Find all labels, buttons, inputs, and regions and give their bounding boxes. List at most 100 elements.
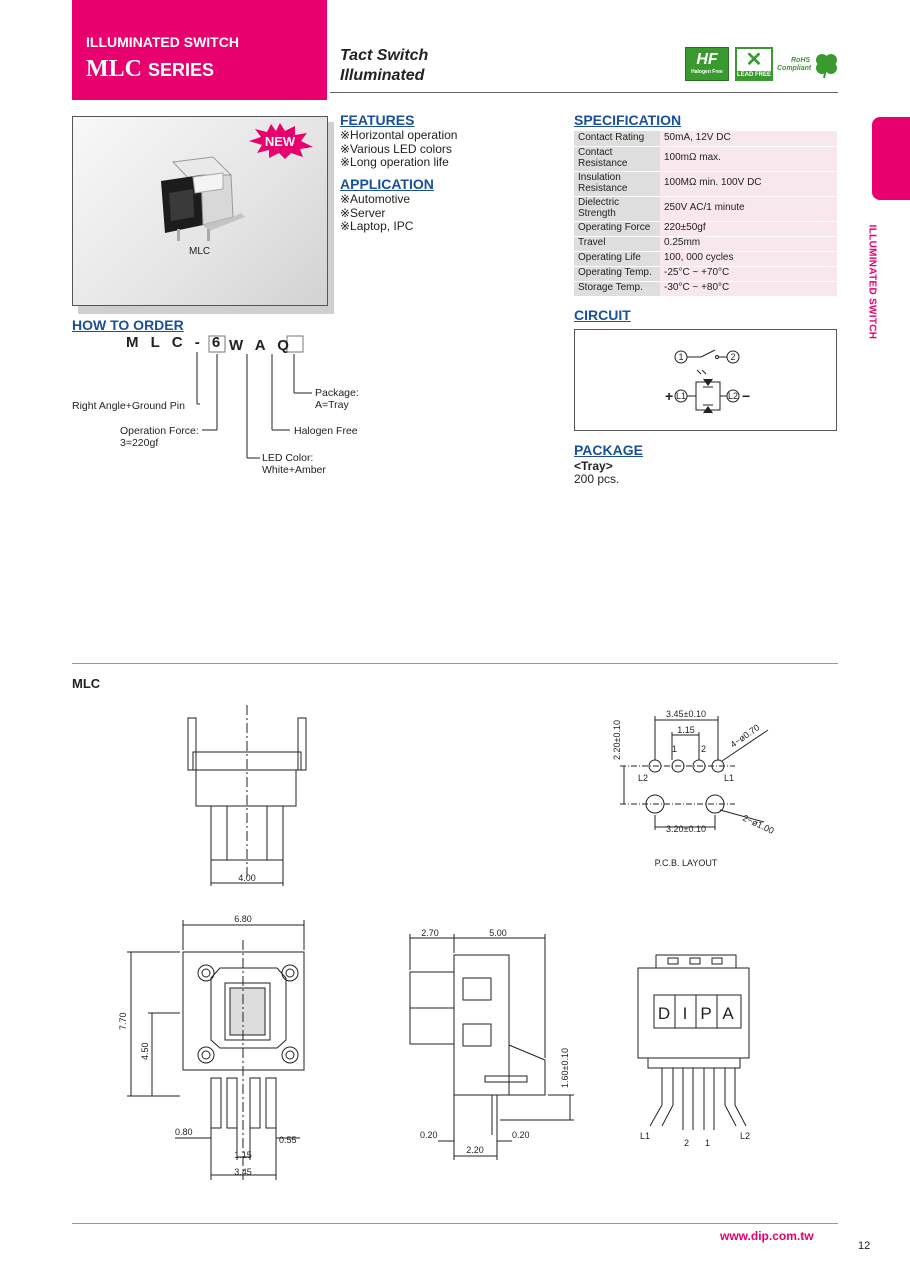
front-inner-height-dim: 4.50 [140, 1042, 150, 1060]
spec-label: Insulation Resistance [574, 171, 660, 197]
rohs-line2: Compliant [777, 65, 812, 72]
pcb-pitch-top: 3.45±0.10 [666, 709, 706, 719]
circuit-diagram: 1 2 + L1 L2 − [574, 329, 837, 431]
order-package-line2: A=Tray [315, 399, 349, 411]
order-op-force-label: Operation Force: 3=220gf [120, 425, 199, 449]
features-list: ※Horizontal operation ※Various LED color… [340, 128, 457, 170]
application-heading: APPLICATION [340, 176, 434, 192]
product-type-line2: Illuminated [340, 67, 425, 84]
front-right-offset-dim: 0.55 [279, 1135, 297, 1145]
back-mark-d: D [658, 1004, 670, 1023]
pcb-pitch-inner: 1.15 [677, 725, 695, 735]
pcb-pitch-bottom: 3.20±0.10 [666, 824, 706, 834]
side-left-dim: 2.70 [421, 928, 439, 938]
section-divider [72, 663, 838, 664]
spec-value: 100MΩ min. 100V DC [660, 171, 837, 197]
order-code-prefix: M L C - 6 [126, 334, 225, 351]
circuit-plus: + [665, 388, 673, 404]
pcb-l1: L1 [724, 773, 734, 783]
spec-row: Storage Temp.-30°C ~ +80°C [574, 281, 837, 297]
pcb-height: 2.20±0.10 [612, 720, 622, 760]
package-heading: PACKAGE [574, 442, 643, 458]
spec-row: Operating Temp.-25°C ~ +70°C [574, 266, 837, 282]
series-word: SERIES [148, 60, 215, 80]
order-package-label: Package: A=Tray [315, 387, 359, 411]
series-title: MLC SERIES [86, 56, 214, 83]
order-op-force-line2: 3=220gf [120, 437, 159, 449]
spec-label: Travel [574, 236, 660, 252]
clover-icon [816, 54, 837, 79]
pcb-l2: L2 [638, 773, 648, 783]
series-header-box: ILLUMINATED SWITCH MLC SERIES [72, 0, 327, 100]
spec-label: Contact Rating [574, 131, 660, 147]
side-right-dim: 5.00 [489, 928, 507, 938]
drawing-title: MLC [72, 676, 101, 691]
pcb-hole-large: 2−ø1.00 [741, 813, 775, 836]
application-list: ※Automotive ※Server ※Laptop, IPC [340, 192, 414, 234]
new-badge-icon: NEW [249, 123, 313, 159]
header-rule [330, 92, 838, 93]
photo-shadow-bottom [78, 306, 334, 314]
front-height-dim: 7.70 [118, 1012, 128, 1030]
spec-label: Operating Temp. [574, 266, 660, 282]
rohs-line1: RoHS [791, 57, 811, 64]
back-l1-label: L1 [640, 1131, 650, 1141]
lead-free-text: LEAD FREE [737, 71, 772, 79]
application-item: ※Server [340, 205, 386, 220]
spec-label: Contact Resistance [574, 146, 660, 172]
spec-value: -25°C ~ +70°C [660, 266, 837, 282]
back-mark-a: A [722, 1004, 734, 1023]
circuit-heading: CIRCUIT [574, 307, 631, 323]
pcb-caption: P.C.B. LAYOUT [655, 858, 718, 868]
order-led-color-label: LED Color: White+Amber [262, 452, 326, 476]
pcb-pin2: 2 [701, 744, 706, 754]
order-led-color-line2: White+Amber [262, 464, 326, 476]
application-item: ※Automotive [340, 192, 411, 206]
specification-heading: SPECIFICATION [574, 112, 682, 128]
spec-value: 50mA, 12V DC [660, 131, 837, 147]
spec-label: Operating Life [574, 251, 660, 267]
side-pin-height-dim: 1.60±0.10 [560, 1048, 570, 1088]
side-pin-left-dim: 0.20 [420, 1130, 438, 1140]
side-view-drawing [409, 934, 574, 1160]
footer-url-link[interactable]: www.dip.com.tw [720, 1229, 814, 1243]
spec-value: -30°C ~ +80°C [660, 281, 837, 297]
rohs-badge: RoHS Compliant [777, 51, 839, 81]
package-qty: 200 pcs. [574, 472, 620, 486]
circuit-node1: 1 [678, 352, 683, 362]
circuit-led2: L2 [728, 391, 738, 401]
back-mark-i: I [683, 1004, 688, 1023]
order-package-line1: Package: [315, 387, 359, 399]
technical-drawing: 4.00 3.45±0.10 1.15 1 2 L2 L1 3.20±0.10 … [118, 705, 776, 1180]
certification-badges: HF Halogen Free ✕ LEAD FREE RoHS Complia… [685, 47, 840, 83]
front-view-drawing [127, 920, 305, 1180]
feature-item: ※Long operation life [340, 155, 449, 169]
hf-badge-mark: HF [696, 51, 718, 68]
package-info: <Tray> 200 pcs. [574, 460, 619, 486]
order-halogen-label: Halogen Free [294, 425, 358, 437]
header-category: ILLUMINATED SWITCH [86, 34, 239, 50]
spec-label: Dielectric Strength [574, 196, 660, 222]
side-tab-text: ILLUMINATED SWITCH [866, 224, 878, 340]
package-type: <Tray> [574, 459, 613, 473]
spec-value: 250V AC/1 minute [660, 196, 837, 222]
feature-item: ※Various LED colors [340, 141, 452, 156]
application-item: ※Laptop, IPC [340, 219, 414, 233]
photo-caption: MLC [189, 246, 211, 257]
lead-free-badge: ✕ LEAD FREE [735, 47, 773, 81]
spec-label: Operating Force [574, 221, 660, 237]
rohs-text: RoHS Compliant [777, 57, 811, 73]
how-to-order-heading: HOW TO ORDER [72, 317, 184, 333]
side-span-dim: 2.20 [466, 1145, 484, 1155]
features-heading: FEATURES [340, 112, 415, 128]
spec-value: 220±50gf [660, 221, 837, 237]
side-tab-label: ILLUMINATED SWITCH [862, 212, 882, 352]
order-code: M L C - 6 [126, 334, 224, 351]
